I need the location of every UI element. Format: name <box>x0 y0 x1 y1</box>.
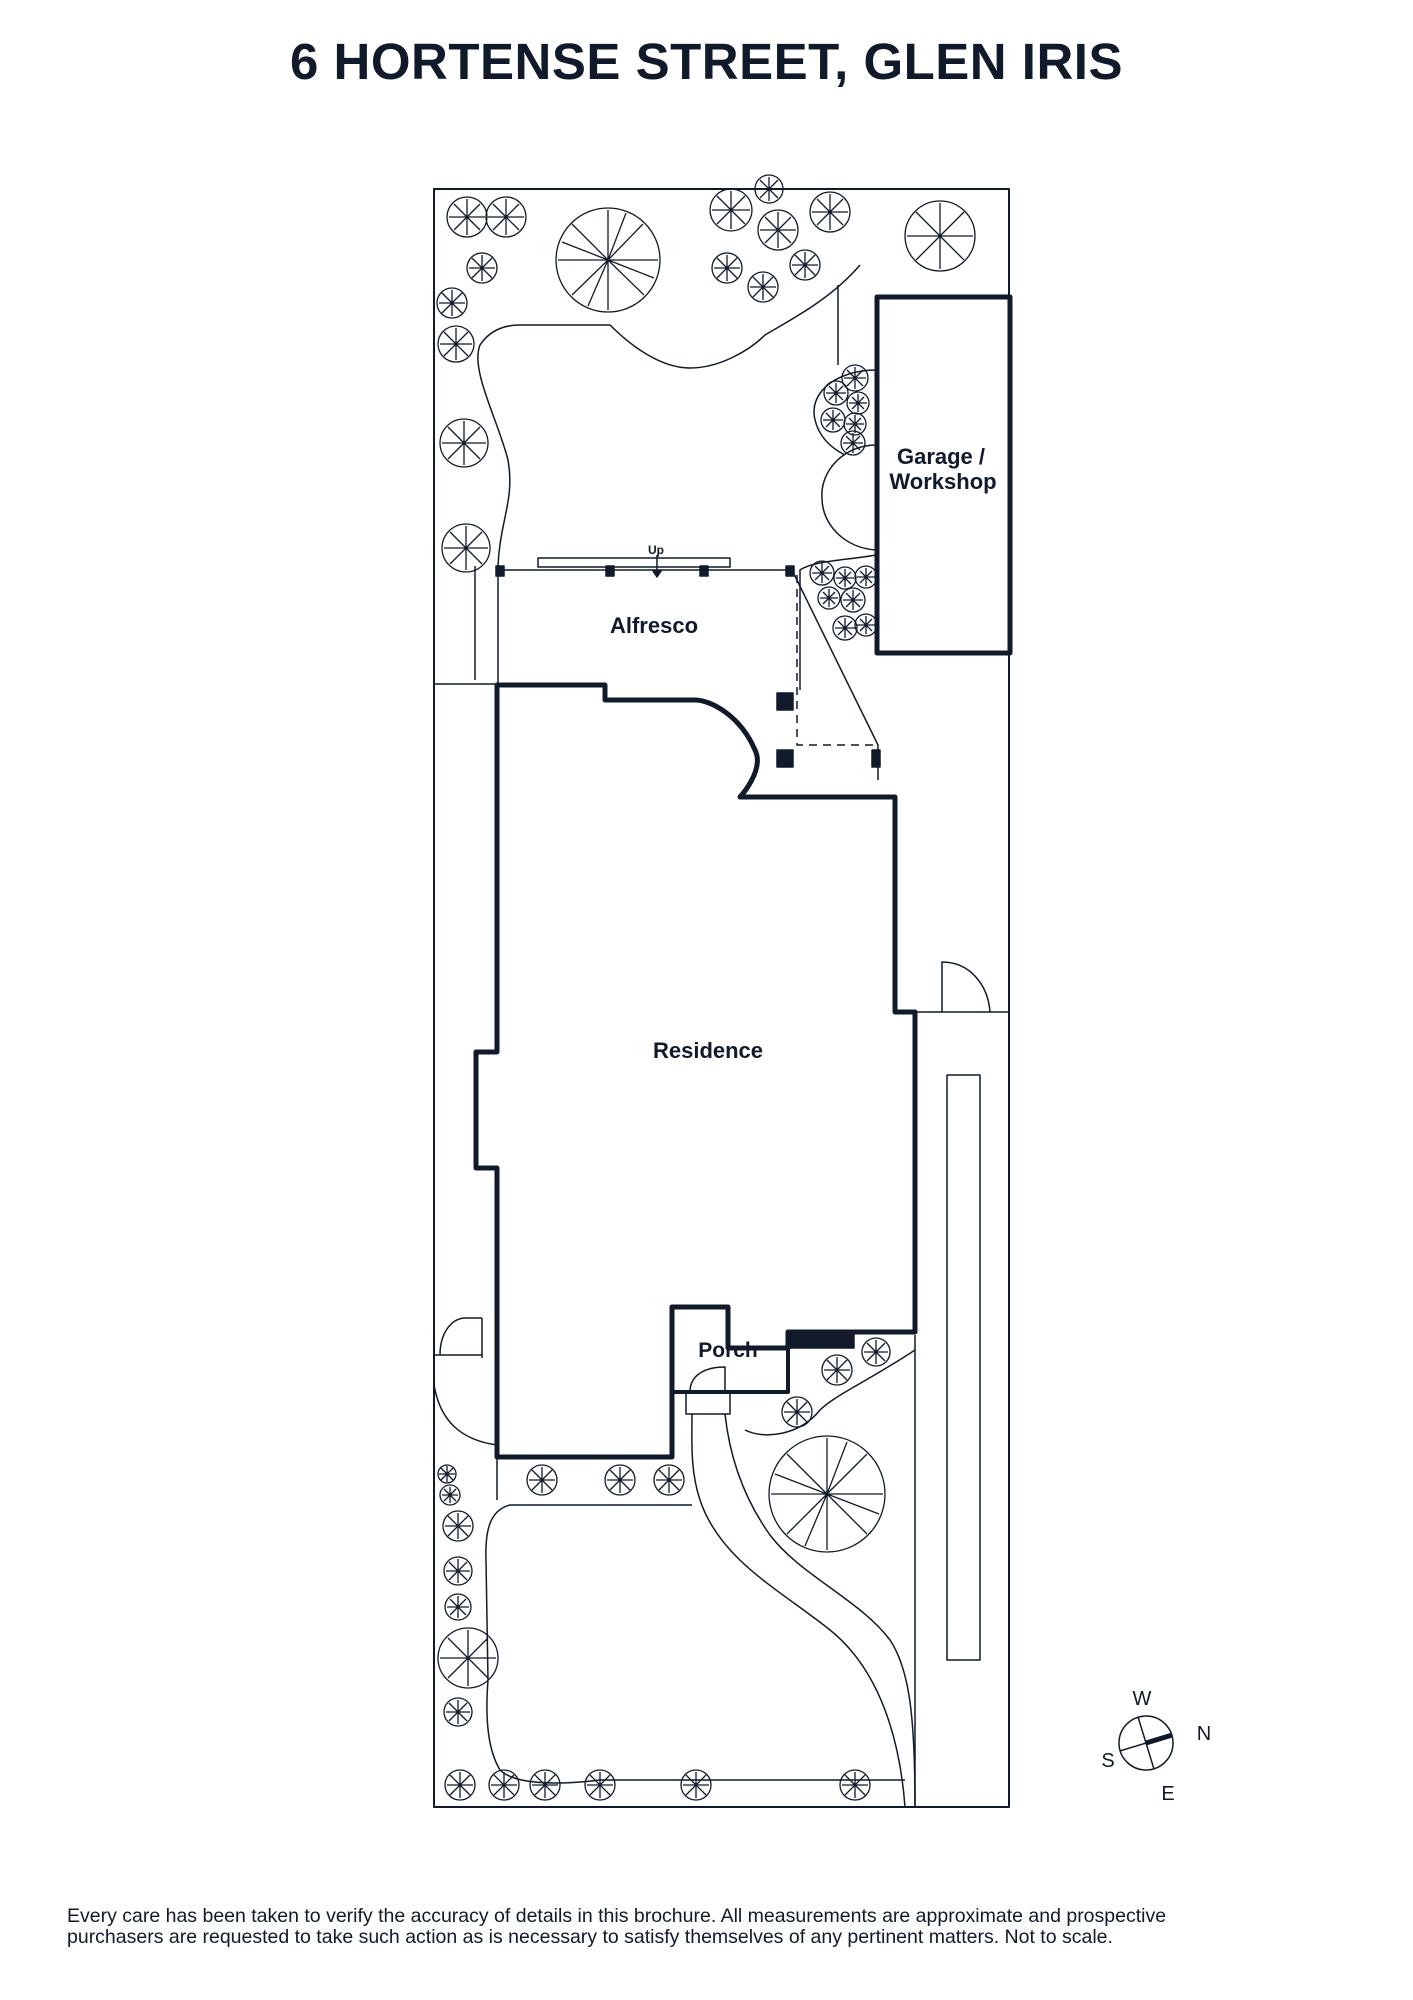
post <box>495 565 505 577</box>
shrub-icon <box>446 196 488 238</box>
disclaimer-line-1: Every care has been taken to verify the … <box>67 1905 1167 1927</box>
shrub-icon <box>840 430 866 456</box>
tree-icon <box>441 523 491 573</box>
up-arrow-head <box>652 570 662 578</box>
shrub-icon <box>781 1396 813 1428</box>
garage-garden-bed-2 <box>799 554 877 690</box>
planter-box <box>787 1333 855 1349</box>
shrub-icon <box>437 325 475 363</box>
shrub-icon <box>442 1510 474 1542</box>
gate-arc <box>433 1317 498 1446</box>
shrub-icon <box>854 613 878 637</box>
page-title: 6 HORTENSE STREET, GLEN IRIS <box>290 33 1123 90</box>
shrub-icon <box>604 1464 636 1496</box>
disclaimer: Every care has been taken to verify the … <box>67 1906 1367 1948</box>
compass-icon <box>1118 1715 1174 1771</box>
post <box>605 565 615 577</box>
tree-icon <box>437 1627 499 1689</box>
shrub-icon <box>653 1464 685 1496</box>
garage-garden-curve <box>821 444 877 551</box>
garage-garden-bed <box>813 369 877 456</box>
shrub-icon <box>680 1769 712 1801</box>
garage-label-line2: Workshop <box>889 469 996 494</box>
large-tree-icon <box>768 1435 886 1553</box>
tree-icon <box>439 418 489 468</box>
compass-south: S <box>1101 1750 1114 1772</box>
shrub-icon <box>809 560 835 586</box>
property-boundary <box>433 188 1010 1808</box>
tree-icon <box>904 200 976 272</box>
shrub-icon <box>709 188 753 232</box>
front-path-right <box>724 1413 916 1808</box>
alfresco-dashed <box>796 575 875 746</box>
shrub-icon <box>823 380 849 406</box>
front-garden-bed <box>744 1349 916 1436</box>
compass-north: N <box>1197 1723 1211 1745</box>
shrub-icon <box>485 196 527 238</box>
porch-label: Porch <box>698 1339 758 1362</box>
shrub-icon <box>861 1337 891 1367</box>
shrub-icon <box>840 587 866 613</box>
compass-east: E <box>1161 1783 1174 1805</box>
up-label: Up <box>648 543 664 557</box>
shrub-icon <box>839 1769 871 1801</box>
shrub-icon <box>854 565 878 589</box>
alfresco-outline <box>498 569 879 780</box>
garage-label-line1: Garage / <box>897 444 985 469</box>
front-path-left <box>691 1413 906 1808</box>
driveway-strip <box>946 1074 981 1661</box>
post <box>776 692 794 711</box>
shrub-icon <box>821 1354 853 1386</box>
shrub-icon <box>436 287 468 319</box>
shrub-icon <box>443 1556 473 1586</box>
alfresco-step <box>537 557 731 568</box>
post <box>785 565 795 577</box>
shrub-icon <box>757 209 799 251</box>
disclaimer-line-2: purchasers are requested to take such ac… <box>67 1926 1113 1948</box>
shrub-icon <box>443 1697 473 1727</box>
shrub-icon <box>439 1484 461 1506</box>
shrub-icon <box>841 364 869 392</box>
shrub-icon <box>526 1464 558 1496</box>
post <box>776 749 794 768</box>
shrub-icon <box>488 1769 520 1801</box>
garage-structure <box>874 294 1013 656</box>
shrub-icon <box>584 1769 616 1801</box>
compass-west: W <box>1133 1688 1152 1710</box>
porch-step-arc <box>689 1366 726 1393</box>
shrub-icon <box>747 271 779 303</box>
shrub-icon <box>833 566 857 590</box>
shrub-icon <box>817 586 841 610</box>
shrub-icon <box>832 615 858 641</box>
rear-lawn-outline <box>477 264 861 567</box>
alfresco-label: Alfresco <box>610 613 698 638</box>
shrub-icon <box>843 412 867 436</box>
shrub-icon <box>754 174 784 204</box>
post <box>699 565 709 577</box>
shrub-icon <box>444 1593 472 1621</box>
post <box>871 749 881 768</box>
porch-step <box>685 1391 731 1415</box>
residence-label: Residence <box>653 1038 763 1063</box>
shrub-icon <box>444 1769 476 1801</box>
shrub-icon <box>789 249 821 281</box>
shrub-icon <box>437 1464 457 1484</box>
shrub-icon <box>846 391 870 415</box>
large-tree-icon <box>555 207 661 313</box>
front-lawn-outline <box>485 1504 905 1784</box>
shrub-icon <box>711 252 743 284</box>
shrub-icon <box>466 252 498 284</box>
shrub-icon <box>809 191 851 233</box>
side-door-arc <box>941 961 991 1013</box>
shrub-icon <box>529 1769 561 1801</box>
shrub-icon <box>820 407 846 433</box>
